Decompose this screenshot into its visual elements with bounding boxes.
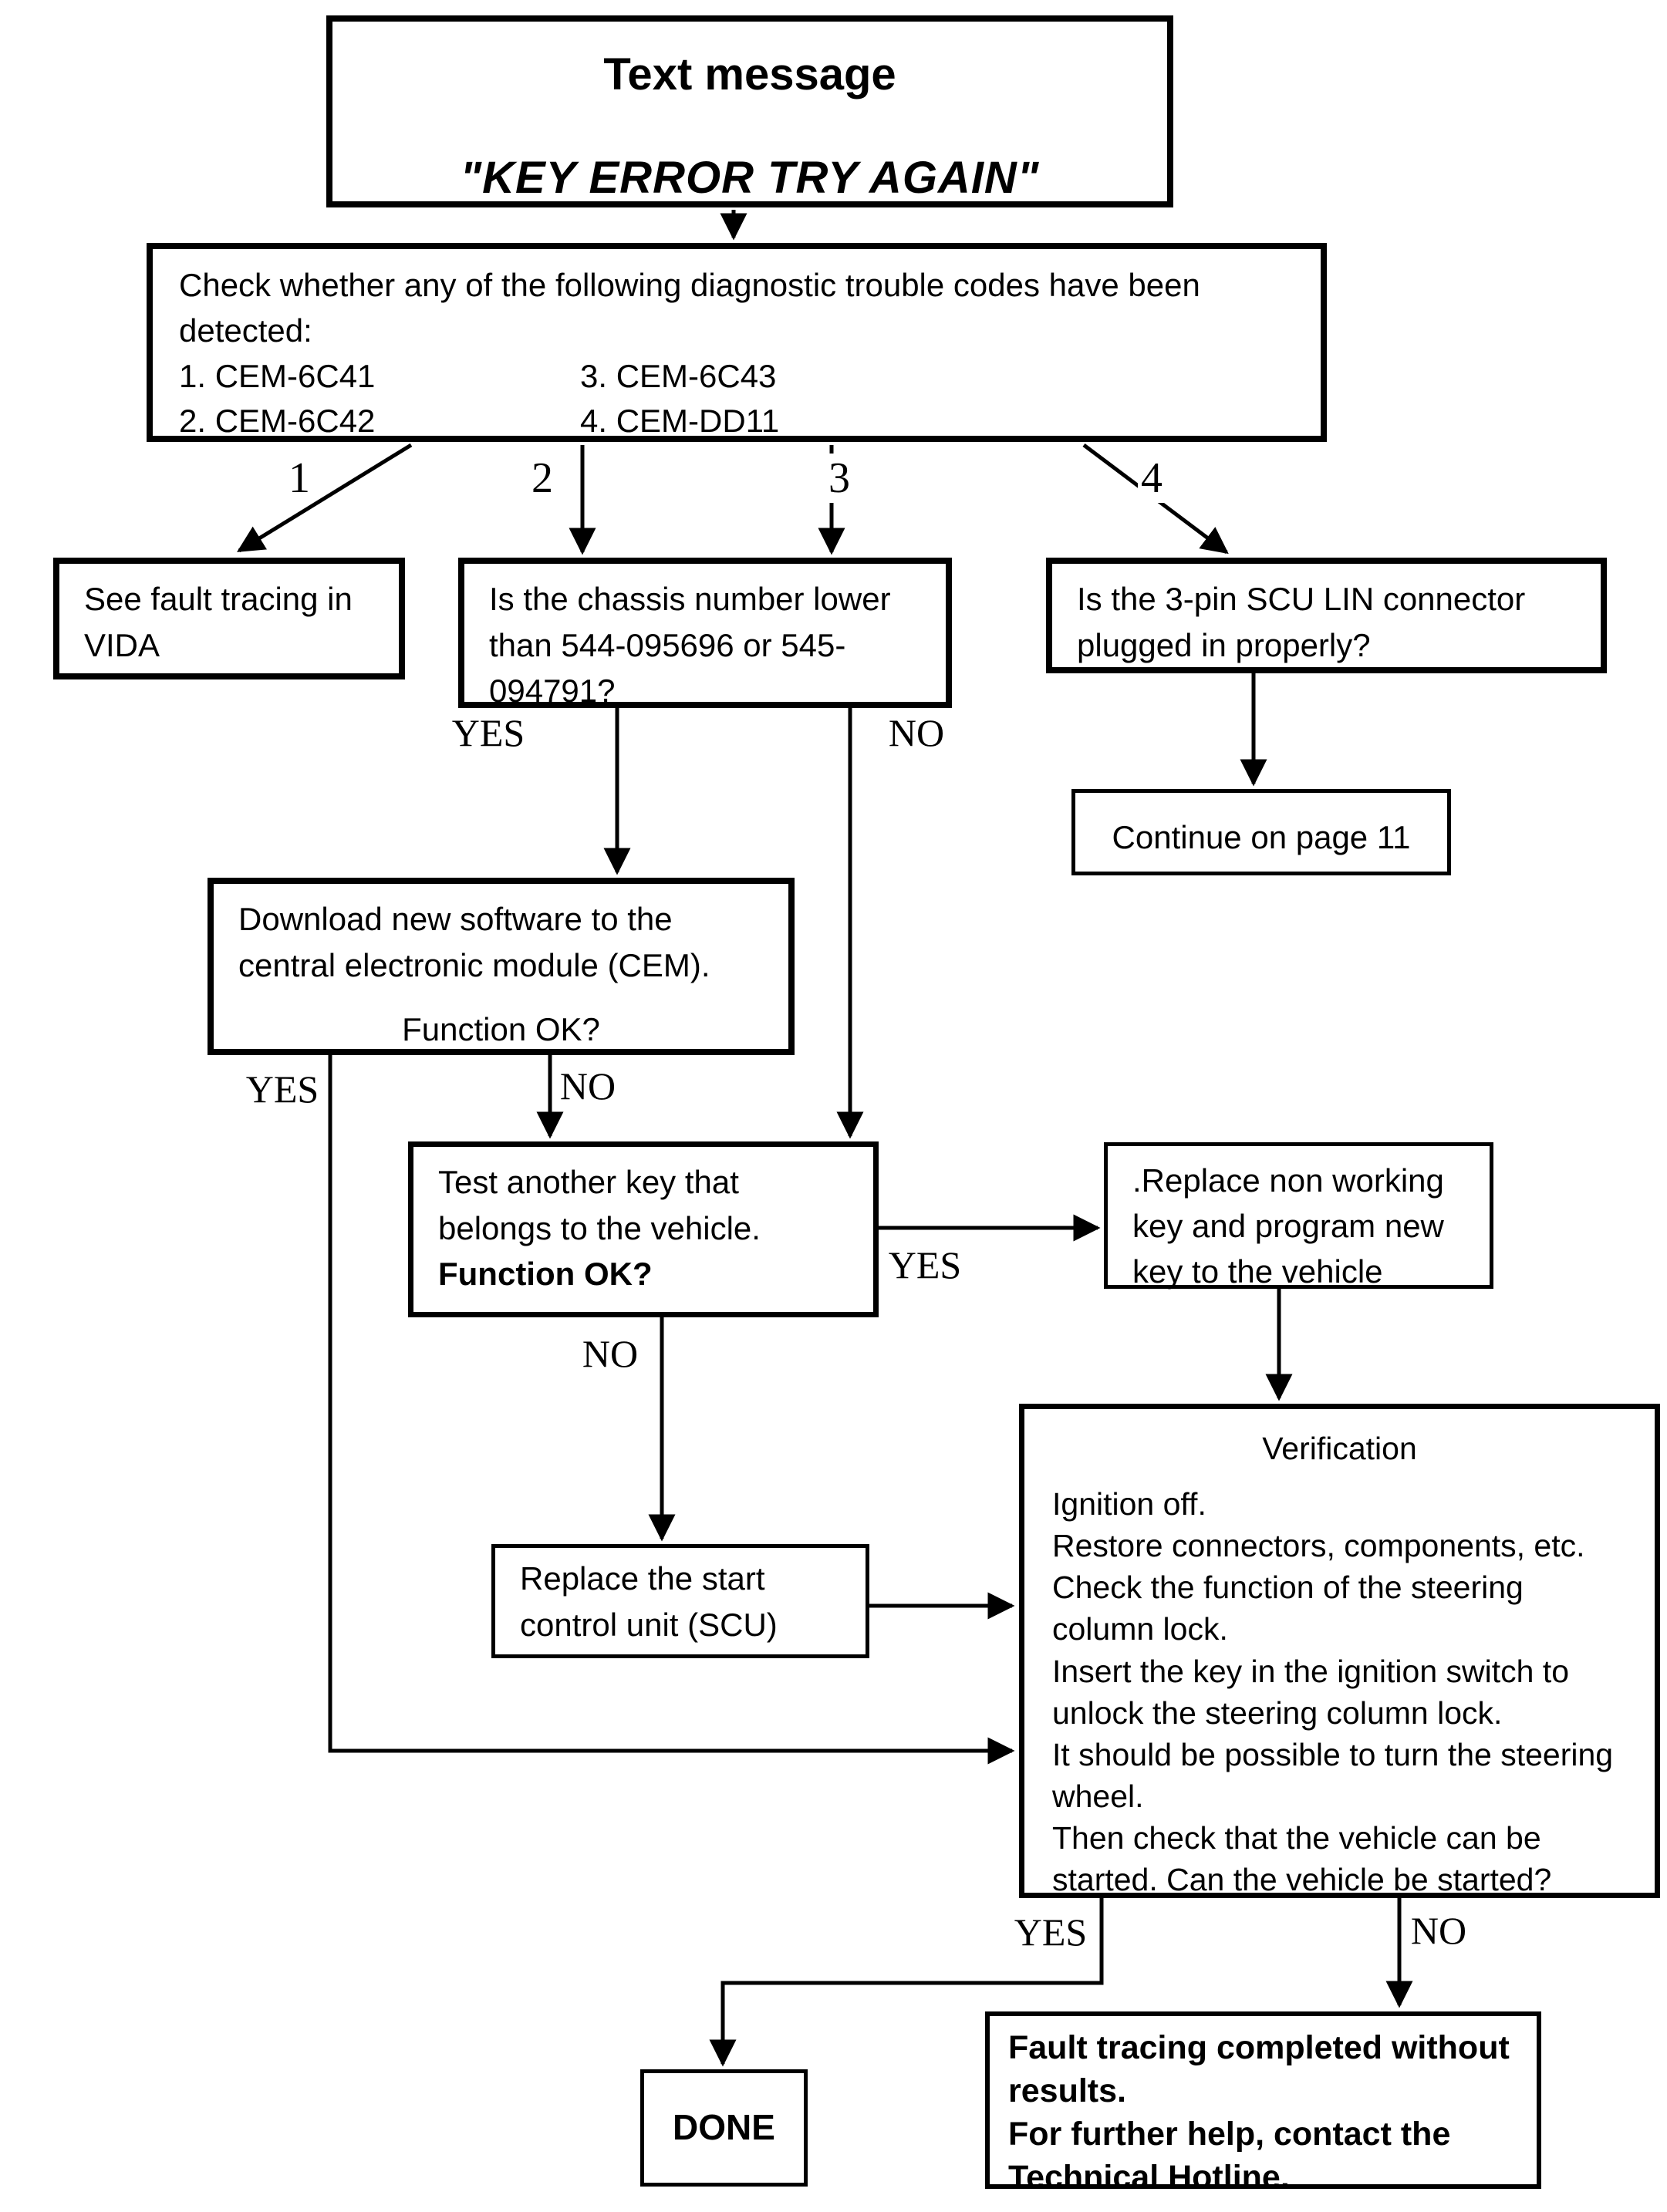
verification-step: Then check that the vehicle can be start… bbox=[1052, 1819, 1552, 1898]
branch-label-3: 3 bbox=[825, 454, 853, 503]
chassis-number-node: Is the chassis number lower than 544-095… bbox=[458, 558, 952, 709]
key-error-message: "KEY ERROR TRY AGAIN" bbox=[460, 153, 1040, 204]
verification-step: Ignition off. bbox=[1052, 1486, 1206, 1522]
dtc-code: 3. CEM-6C43 bbox=[580, 357, 777, 394]
download-function-ok-question: Function OK? bbox=[402, 1011, 600, 1048]
testkey-no-label: NO bbox=[579, 1331, 642, 1376]
dtc-code: 4. CEM-DD11 bbox=[580, 403, 780, 440]
connector-download-yes bbox=[328, 1054, 1015, 1765]
vida-node: See fault tracing in VIDA bbox=[53, 558, 405, 679]
chassis-question: Is the chassis number lower than 544-095… bbox=[489, 581, 891, 710]
replace-scu-text: Replace the start control unit (SCU) bbox=[520, 1560, 778, 1643]
download-software-node: Download new software to the central ele… bbox=[208, 878, 795, 1055]
verification-title: Verification bbox=[1262, 1431, 1417, 1466]
text-message-node: Text message "KEY ERROR TRY AGAIN" bbox=[326, 15, 1173, 207]
branch-label-2: 2 bbox=[528, 454, 556, 503]
replace-key-node: .Replace non working key and program new… bbox=[1104, 1142, 1493, 1290]
no-result-node: Fault tracing completed without results.… bbox=[985, 2011, 1541, 2196]
download-no-label: NO bbox=[556, 1064, 619, 1108]
dtc-check-node: Check whether any of the following diagn… bbox=[147, 243, 1327, 442]
verification-node: Verification Ignition off. Restore conne… bbox=[1019, 1404, 1660, 1898]
connector-verify-yes bbox=[709, 1897, 1104, 2067]
download-yes-label: YES bbox=[242, 1067, 322, 1111]
dtc-code: 1. CEM-6C41 bbox=[179, 357, 376, 394]
test-another-key-text: Test another key that belongs to the veh… bbox=[438, 1164, 761, 1246]
verification-step: It should be possible to turn the steeri… bbox=[1052, 1736, 1614, 1814]
verify-yes-label: YES bbox=[1011, 1910, 1091, 1954]
branch-label-4: 4 bbox=[1138, 454, 1166, 503]
continue-page-node: Continue on page 11 bbox=[1071, 789, 1451, 875]
testkey-function-ok-question: Function OK? bbox=[438, 1256, 653, 1293]
continue-page-text: Continue on page 11 bbox=[1112, 819, 1411, 856]
branch-label-1: 1 bbox=[285, 454, 313, 503]
connector-dtc-branch-1 bbox=[237, 443, 413, 553]
chassis-no-label: NO bbox=[885, 710, 948, 755]
text-message-heading: Text message bbox=[603, 49, 896, 99]
dtc-code: 2. CEM-6C42 bbox=[179, 403, 376, 440]
verification-step: Insert the key in the ignition switch to… bbox=[1052, 1653, 1570, 1731]
done-text: DONE bbox=[673, 2107, 775, 2148]
testkey-yes-label: YES bbox=[885, 1243, 965, 1287]
dtc-intro: Check whether any of the following diagn… bbox=[179, 267, 1200, 349]
scu-lin-question: Is the 3-pin SCU LIN connector plugged i… bbox=[1077, 581, 1526, 663]
dtc-code-list: 1. CEM-6C41 3. CEM-6C43 2. CEM-6C42 4. C… bbox=[179, 354, 1294, 445]
verification-step: Restore connectors, components, etc. bbox=[1052, 1528, 1585, 1564]
replace-key-text: .Replace non working key and program new… bbox=[1132, 1162, 1444, 1290]
chassis-yes-label: YES bbox=[448, 710, 528, 755]
scu-lin-connector-node: Is the 3-pin SCU LIN connector plugged i… bbox=[1046, 558, 1607, 673]
verification-step: Check the function of the steering colum… bbox=[1052, 1570, 1524, 1647]
test-another-key-node: Test another key that belongs to the veh… bbox=[408, 1141, 879, 1317]
no-result-line: Fault tracing completed without results. bbox=[1008, 2029, 1510, 2109]
done-node: DONE bbox=[640, 2069, 808, 2187]
verify-no-label: NO bbox=[1407, 1908, 1470, 1953]
vida-text: See fault tracing in VIDA bbox=[84, 581, 353, 663]
no-result-line: For further help, contact the Technical … bbox=[1008, 2115, 1451, 2196]
download-software-text: Download new software to the central ele… bbox=[238, 901, 710, 983]
replace-scu-node: Replace the start control unit (SCU) bbox=[491, 1544, 869, 1658]
